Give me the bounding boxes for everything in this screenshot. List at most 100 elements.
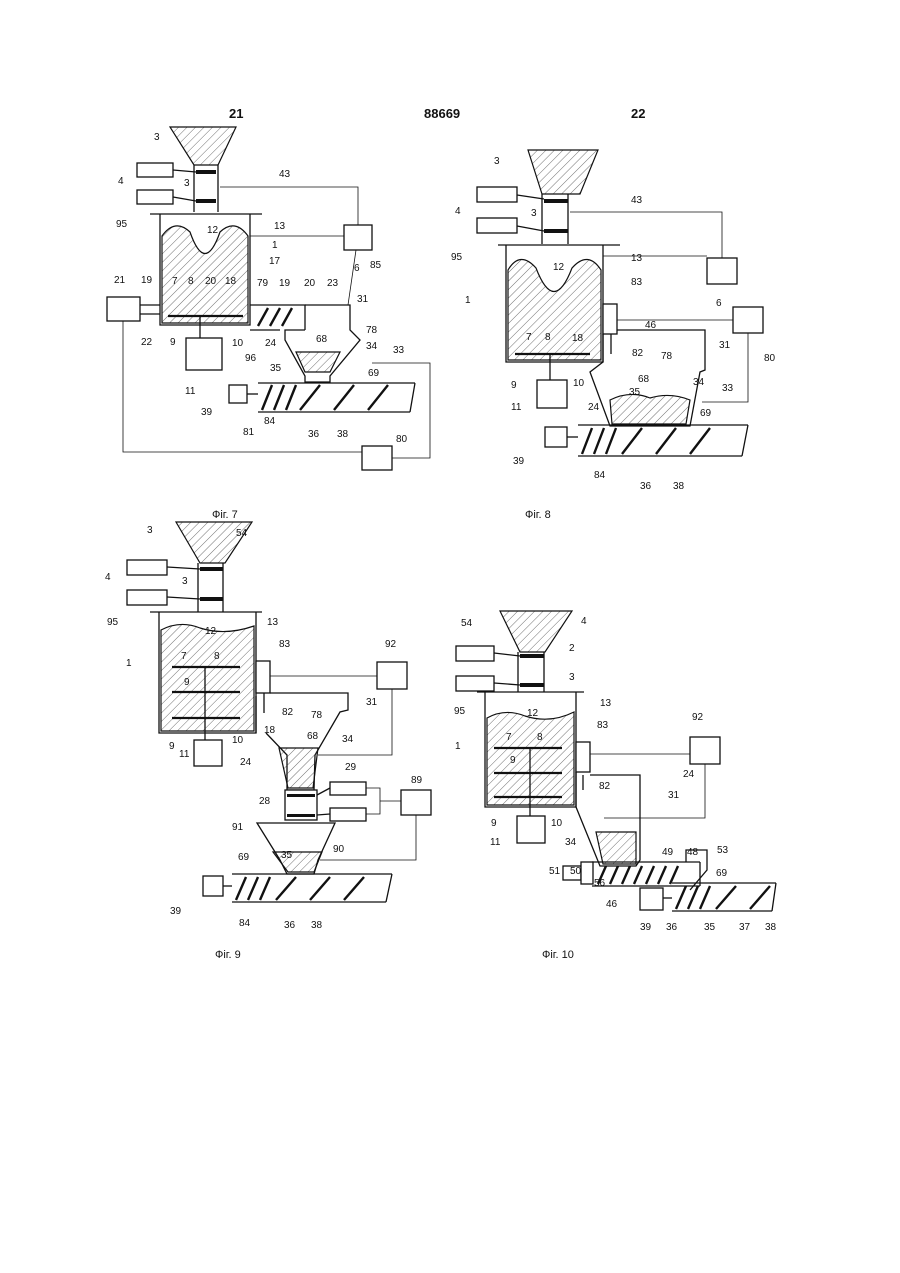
reference-numeral: 8 xyxy=(188,276,194,287)
reference-numeral: 43 xyxy=(279,169,291,180)
reference-numeral: 10 xyxy=(551,818,563,829)
reference-numeral: 68 xyxy=(638,374,650,385)
reference-numeral: 12 xyxy=(553,262,565,273)
reference-numeral: 46 xyxy=(606,899,618,910)
reference-numeral: 19 xyxy=(279,278,291,289)
reference-numeral: 1 xyxy=(455,741,461,752)
reference-numeral: 3 xyxy=(531,208,537,219)
reference-numeral: 36 xyxy=(640,481,652,492)
reference-numeral: 34 xyxy=(565,837,577,848)
reference-numeral: 7 xyxy=(526,332,532,343)
reference-numeral: 9 xyxy=(169,741,175,752)
reference-numeral: 12 xyxy=(527,708,539,719)
reference-numeral: 84 xyxy=(594,470,606,481)
reference-numeral: 10 xyxy=(573,378,585,389)
reference-numeral: 84 xyxy=(239,918,251,929)
reference-numeral: 10 xyxy=(232,338,244,349)
reference-numeral: 39 xyxy=(170,906,182,917)
reference-numeral: 36 xyxy=(308,429,320,440)
reference-numeral: 92 xyxy=(692,712,704,723)
reference-numeral: 18 xyxy=(225,276,237,287)
reference-numeral: 38 xyxy=(673,481,685,492)
reference-numeral: 3 xyxy=(182,576,188,587)
reference-numeral: 83 xyxy=(279,639,291,650)
reference-numeral: 20 xyxy=(304,278,316,289)
reference-numeral: 35 xyxy=(629,387,641,398)
reference-numeral: 37 xyxy=(739,922,751,933)
reference-numeral: 69 xyxy=(368,368,380,379)
reference-numeral: 82 xyxy=(632,348,644,359)
reference-numeral: 3 xyxy=(494,156,500,167)
reference-numeral: 18 xyxy=(264,725,276,736)
reference-numeral: 9 xyxy=(491,818,497,829)
reference-numeral: 39 xyxy=(513,456,525,467)
reference-numeral: 46 xyxy=(645,320,657,331)
reference-numeral: 83 xyxy=(631,277,643,288)
reference-numeral: 7 xyxy=(172,276,178,287)
reference-numeral: 31 xyxy=(668,790,680,801)
reference-numeral: 95 xyxy=(107,617,119,628)
reference-numeral: 91 xyxy=(232,822,244,833)
reference-numeral: 1 xyxy=(272,240,278,251)
reference-numeral: 6 xyxy=(716,298,722,309)
reference-numeral: 35 xyxy=(270,363,282,374)
reference-numeral: 38 xyxy=(337,429,349,440)
reference-numeral: 33 xyxy=(722,383,734,394)
figure-9: 3544 39513 128392 178 98278 31189 106834… xyxy=(105,522,431,931)
reference-numeral: 9 xyxy=(510,755,516,766)
reference-numeral: 11 xyxy=(179,749,190,760)
caption-fig-9: Фіг. 9 xyxy=(215,949,241,961)
reference-numeral: 80 xyxy=(396,434,408,445)
reference-numeral: 68 xyxy=(307,731,319,742)
reference-numeral: 81 xyxy=(243,427,255,438)
reference-numeral: 51 xyxy=(549,866,561,877)
reference-numeral: 13 xyxy=(267,617,279,628)
caption-fig-7: Фіг. 7 xyxy=(212,509,238,521)
reference-numeral: 4 xyxy=(581,616,587,627)
reference-numeral: 69 xyxy=(700,408,712,419)
reference-numeral: 24 xyxy=(240,757,252,768)
reference-numeral: 3 xyxy=(154,132,160,143)
reference-numeral: 85 xyxy=(370,260,382,271)
reference-numeral: 35 xyxy=(704,922,716,933)
reference-numeral: 95 xyxy=(454,706,466,717)
reference-numeral: 12 xyxy=(207,225,219,236)
reference-numeral: 4 xyxy=(118,176,124,187)
reference-numeral: 17 xyxy=(269,256,281,267)
reference-numeral: 69 xyxy=(238,852,250,863)
reference-numeral: 9 xyxy=(170,337,176,348)
reference-numeral: 19 xyxy=(141,275,153,286)
reference-numeral: 38 xyxy=(765,922,777,933)
reference-numeral: 7 xyxy=(506,732,512,743)
reference-numeral: 36 xyxy=(284,920,296,931)
reference-numeral: 35 xyxy=(281,850,293,861)
reference-numeral: 56 xyxy=(594,878,606,889)
caption-fig-8: Фіг. 8 xyxy=(525,509,551,521)
caption-fig-10: Фіг. 10 xyxy=(542,949,574,961)
reference-numeral: 13 xyxy=(274,221,286,232)
reference-numeral: 69 xyxy=(716,868,728,879)
reference-numeral: 50 xyxy=(570,866,582,877)
reference-numeral: 8 xyxy=(214,651,220,662)
reference-numeral: 49 xyxy=(662,847,674,858)
reference-numeral: 7 xyxy=(181,651,187,662)
reference-numeral: 34 xyxy=(693,377,705,388)
reference-numeral: 31 xyxy=(357,294,369,305)
reference-numeral: 83 xyxy=(597,720,609,731)
reference-numeral: 23 xyxy=(327,278,339,289)
figure-7: 334 439512 1316 852119 7820 181779 19202… xyxy=(107,127,430,470)
reference-numeral: 89 xyxy=(411,775,423,786)
reference-numeral: 29 xyxy=(345,762,357,773)
reference-numeral: 11 xyxy=(511,402,522,413)
reference-numeral: 34 xyxy=(366,341,378,352)
reference-numeral: 31 xyxy=(719,340,731,351)
reference-numeral: 13 xyxy=(631,253,643,264)
reference-numeral: 13 xyxy=(600,698,612,709)
reference-numeral: 68 xyxy=(316,334,328,345)
reference-numeral: 6 xyxy=(354,263,360,274)
reference-numeral: 9 xyxy=(184,677,190,688)
reference-numeral: 24 xyxy=(265,338,277,349)
reference-numeral: 11 xyxy=(490,837,501,848)
reference-numeral: 34 xyxy=(342,734,354,745)
reference-numeral: 33 xyxy=(393,345,405,356)
